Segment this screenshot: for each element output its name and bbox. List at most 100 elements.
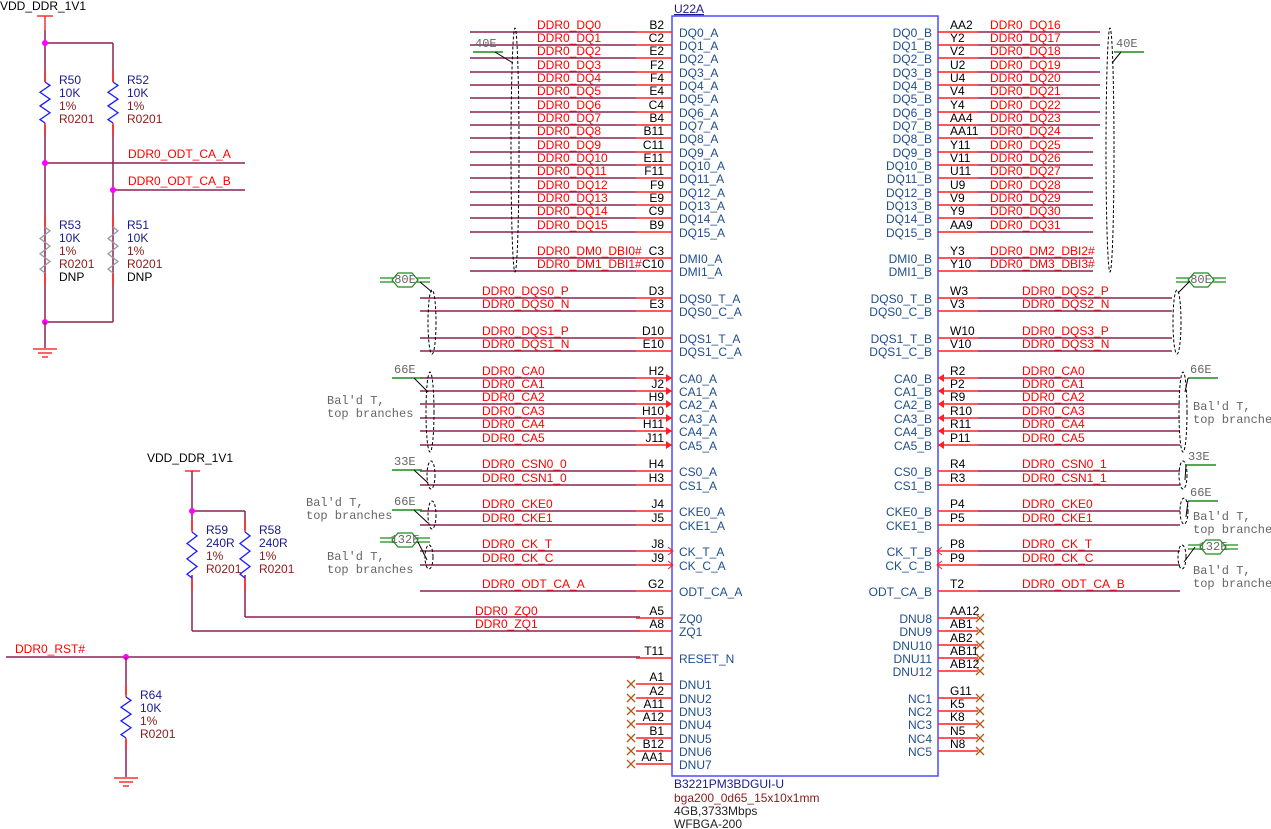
ic-body[interactable] bbox=[671, 15, 939, 777]
pin-name: DMI1_B bbox=[889, 265, 932, 279]
pin-number: V9 bbox=[950, 191, 965, 205]
